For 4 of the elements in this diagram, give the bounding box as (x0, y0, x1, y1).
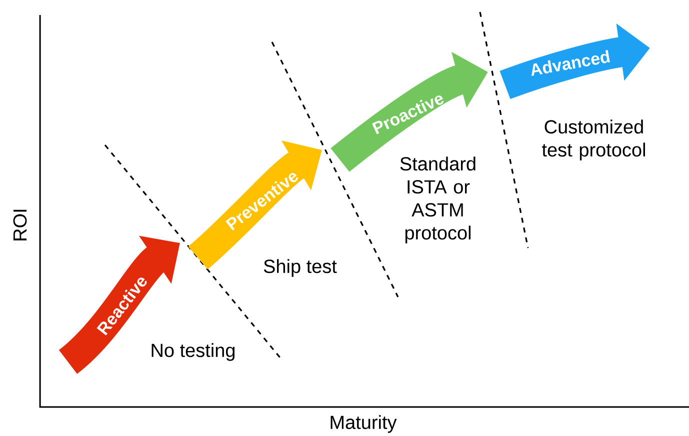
node-label: Advanced (531, 50, 610, 76)
stage-label: Customized test protocol (542, 120, 645, 160)
axis-label: Maturity (330, 415, 397, 433)
axis-label: ROI (13, 210, 27, 240)
